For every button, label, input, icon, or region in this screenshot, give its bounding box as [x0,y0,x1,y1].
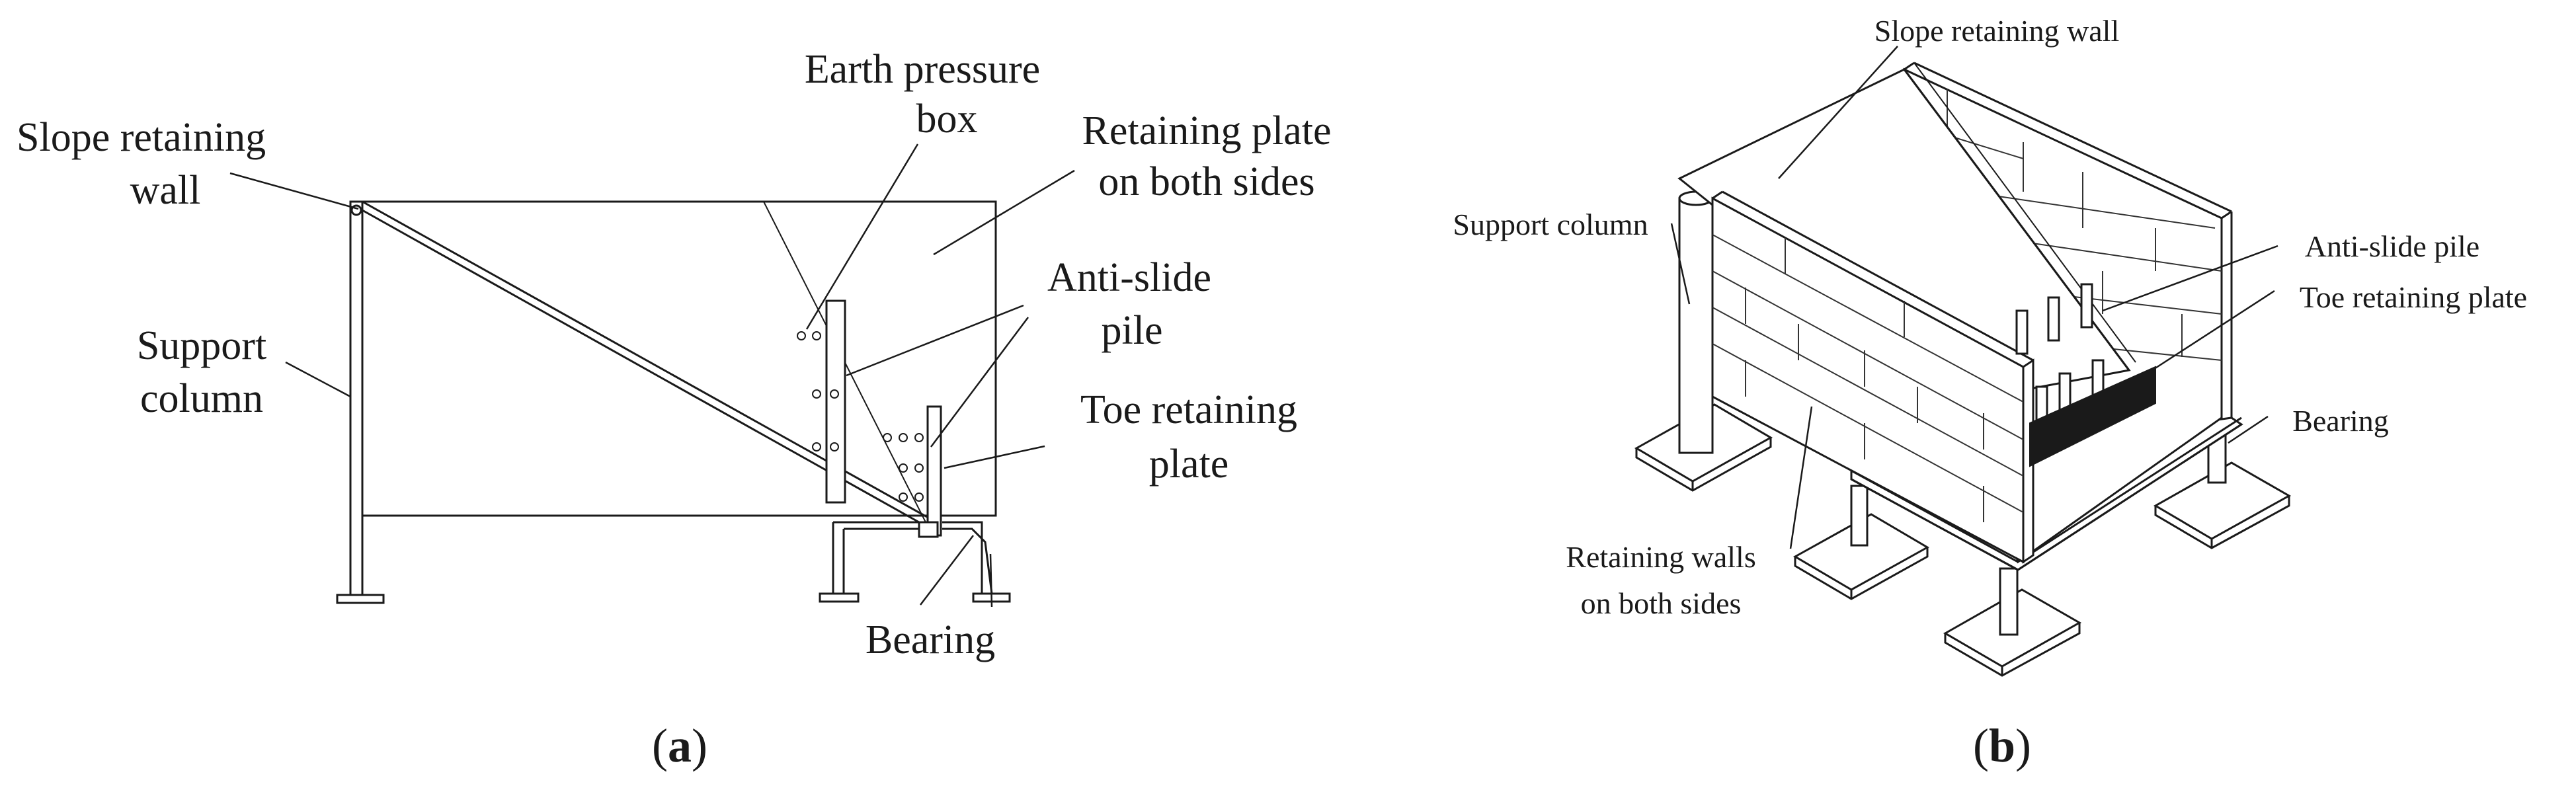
label-toe-plate-line1: Toe retaining [1080,387,1297,432]
leader-walls-b [1789,406,1813,549]
label-toe-plate-line2: plate [1149,442,1229,487]
support-column [336,200,385,604]
label-support-a-line2: column [140,376,263,421]
label-bearing-b: Bearing [2292,404,2389,438]
leader-anti-slide-b [2102,245,2278,312]
anti-slide-pile-1 [797,299,846,504]
label-retaining-plate-line2: on both sides [1098,159,1314,204]
label-walls-b-line2: on both sides [1581,586,1742,620]
caption-b: (b) [1973,719,2031,772]
leader-toe-plate [944,445,1045,469]
caption-a: (a) [652,719,707,772]
leader-slope-wall-b [1778,46,1898,179]
panel-b-isometric-view: Slope retaining wall Support column Anti… [1453,14,2527,772]
label-earth-box-line1: Earth pressure [805,47,1040,92]
label-slope-wall-a-line1: Slope retaining [17,115,266,160]
footing-middle [1792,513,1930,600]
leader-anti-slide-1 [846,304,1024,377]
model-box-outline [361,200,997,517]
label-anti-slide-a-line2: pile [1102,308,1163,353]
anti-slide-piles [2015,283,2105,424]
label-toe-plate-b: Toe retaining plate [2300,280,2527,314]
label-anti-slide-a-line1: Anti-slide [1047,255,1211,300]
label-walls-b-line1: Retaining walls [1566,540,1755,574]
leader-earth-box [805,143,919,330]
left-wall-bricks [1712,234,2024,522]
leader-support-a [285,361,351,398]
support-column-b [1678,190,1714,454]
leader-support-b [1670,223,1691,305]
toe-retaining-plate [918,521,939,538]
leader-toe-plate-b [2152,290,2275,372]
label-support-b: Support column [1453,208,1648,241]
label-support-a-line1: Support [137,323,266,368]
toe-retaining-plate-b [2029,366,2156,467]
panel-a-side-view: Slope retaining wall Earth pressure box … [17,47,1332,772]
label-slope-wall-b: Slope retaining wall [1874,14,2119,48]
leader-bearing-2 [989,553,993,608]
retaining-wall-left [1711,190,2034,564]
bearing-structure [819,521,1011,603]
label-anti-slide-b: Anti-slide pile [2305,229,2479,263]
label-slope-wall-a-line2: wall [130,168,201,213]
label-retaining-plate-line1: Retaining plate [1082,108,1331,153]
leader-bearing-b [2228,415,2269,444]
label-bearing-a: Bearing [865,617,995,662]
leader-slope-wall-a [229,172,359,210]
leader-anti-slide-2 [930,317,1029,448]
footing-right [2153,461,2292,549]
leader-bearing-1 [920,535,974,606]
label-earth-box-line2: box [916,97,978,141]
leader-retaining-plate [933,169,1075,256]
